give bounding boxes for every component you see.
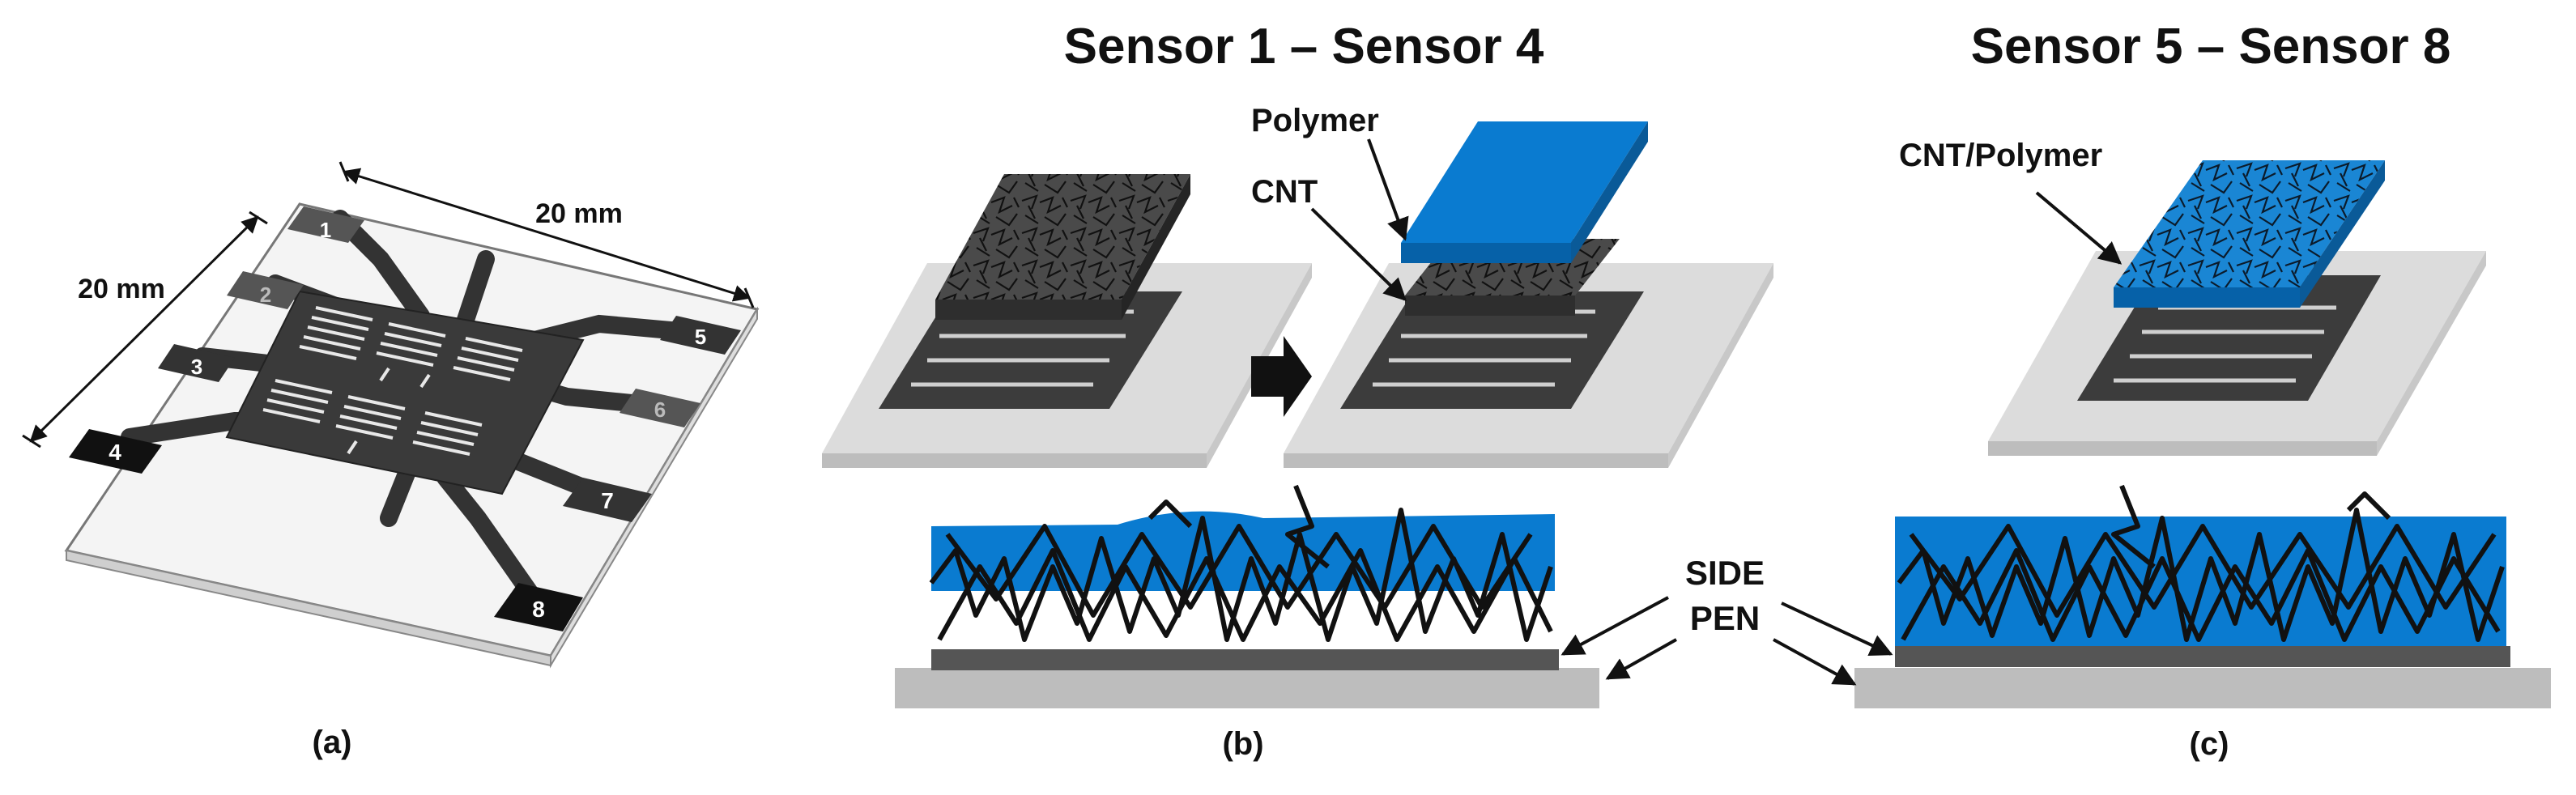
cnt-network-b: [929, 484, 1553, 642]
polymer-layer-side: [1401, 243, 1571, 263]
pad-7: [563, 478, 652, 522]
side-electrode-c: [1895, 646, 2510, 667]
side-electrode-b: [931, 649, 1559, 670]
polymer-layer: [1401, 121, 1648, 243]
title-sensor-5-8: Sensor 5 – Sensor 8: [1971, 19, 2451, 74]
pad-5: [660, 316, 741, 355]
chip-substrate-edge-right: [550, 306, 758, 669]
pad-6: [620, 389, 700, 427]
title-sensor-1-4: Sensor 1 – Sensor 4: [1064, 19, 1544, 74]
pad-label-8: 8: [532, 597, 545, 622]
stack-cnt: [822, 174, 1312, 468]
electrode-2: [1340, 291, 1644, 409]
polymer-top-b: [931, 511, 1555, 591]
panel-b: Polymer CNT (b): [822, 103, 1773, 762]
pad-8: [494, 583, 583, 631]
height-dimension: 20 mm: [78, 274, 165, 304]
side-pen-leaders: [1561, 596, 1893, 686]
cnt-polymer-layer-right: [2300, 160, 2385, 308]
substrate-3-right: [2377, 251, 2486, 456]
label-polymer: Polymer: [1251, 103, 1379, 138]
stack-cnt-polymer: [1284, 121, 1773, 468]
panel-a: 1 2 3 4 5 6 7 8 20 mm 20 mm (a): [22, 161, 760, 760]
cnt-layer-1-right: [1122, 174, 1190, 320]
cnt-polymer-layer-side: [2114, 287, 2300, 308]
pen-layer-c: [1854, 668, 2551, 708]
substrate-1-side: [822, 453, 1207, 468]
pad-label-2: 2: [260, 283, 271, 307]
pad-label-4: 4: [109, 440, 121, 465]
cnt-polymer-leader: [2035, 191, 2123, 265]
interdigitated-fingers: [262, 306, 523, 456]
side-pen-labels: SIDE PEN: [1561, 554, 1893, 686]
label-cnt: CNT: [1251, 174, 1318, 210]
pad-label-7: 7: [601, 488, 614, 513]
cnt-layer-2-side: [1405, 295, 1575, 316]
substrate-3-side: [1988, 441, 2377, 456]
stack-label-leaders: [1310, 138, 1409, 301]
cross-section-b: [895, 484, 1599, 708]
electrode-1: [879, 291, 1182, 409]
substrate-2-right: [1668, 263, 1773, 468]
pad-label-5: 5: [695, 325, 706, 349]
pad-label-3: 3: [191, 355, 202, 379]
cnt-network-c: [1897, 484, 2505, 642]
caption-a: (a): [313, 725, 352, 760]
stack-cnt-polymer-composite: [1988, 160, 2486, 456]
label-side: SIDE: [1685, 554, 1765, 592]
label-pen: PEN: [1690, 599, 1760, 637]
process-arrow: [1251, 336, 1312, 417]
cnt-polymer-layer: [2114, 160, 2385, 287]
substrate-2-side: [1284, 453, 1668, 468]
caption-c: (c): [2190, 726, 2229, 762]
cnt-layer-1-side: [935, 300, 1122, 320]
cnt-layer-1: [935, 174, 1190, 300]
pad-label-6: 6: [654, 398, 666, 422]
cross-section-c: [1854, 484, 2551, 708]
pen-layer-b: [895, 668, 1599, 708]
polymer-layer-right: [1571, 121, 1648, 263]
label-cnt-polymer: CNT/Polymer: [1899, 138, 2102, 173]
dimension-lines: [22, 161, 755, 449]
pad-label-1: 1: [320, 218, 331, 242]
caption-b: (b): [1222, 726, 1263, 762]
width-dimension: 20 mm: [535, 198, 623, 229]
panel-c: CNT/Polymer (c): [1854, 138, 2551, 762]
